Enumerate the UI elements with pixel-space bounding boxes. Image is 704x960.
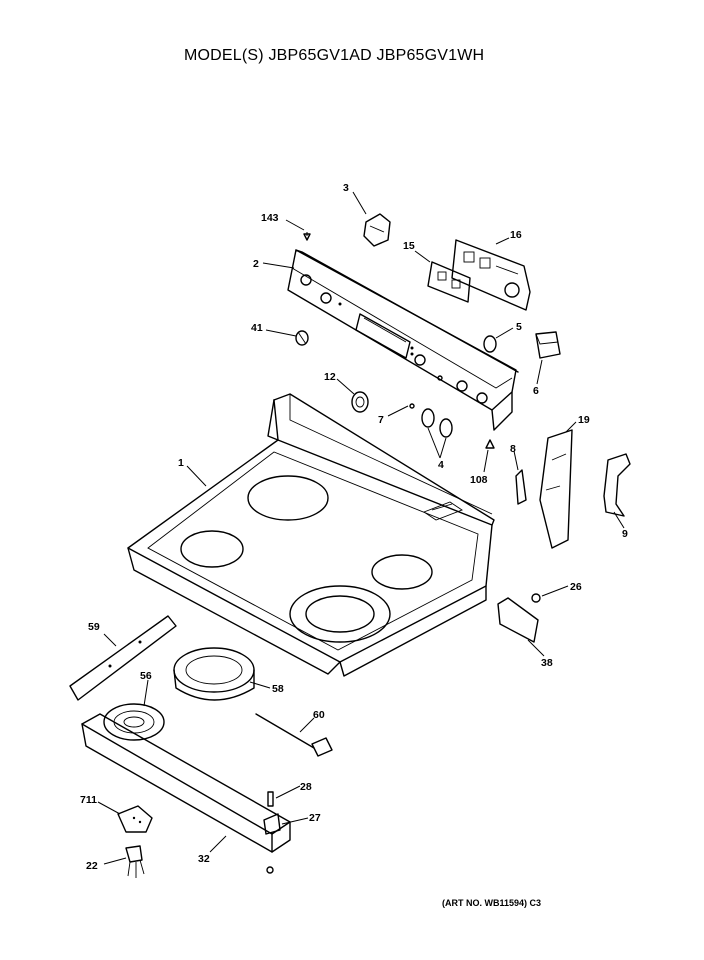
callout-59: 59	[88, 621, 100, 633]
callout-2: 2	[253, 258, 259, 270]
callout-60: 60	[313, 709, 325, 721]
callout-58: 58	[272, 683, 284, 695]
part-22-connector	[125, 845, 145, 878]
callout-7: 7	[378, 414, 384, 426]
callout-6: 6	[533, 385, 539, 397]
callout-12: 12	[324, 371, 336, 383]
callout-27: 27	[309, 812, 321, 824]
part-9-bracket	[603, 453, 631, 517]
callout-5: 5	[516, 321, 522, 333]
part-4-knobs	[421, 408, 453, 438]
callout-38: 38	[541, 657, 553, 669]
part-28-pin	[267, 791, 274, 807]
cooktop-glass	[127, 393, 495, 677]
burner-element-front-left	[180, 530, 244, 568]
callout-56: 56	[140, 670, 152, 682]
part-5-knob	[483, 335, 497, 353]
callout-711: 711	[80, 794, 97, 806]
part-19-side-bracket	[539, 429, 573, 549]
callout-19: 19	[578, 414, 590, 426]
burner-element-rear-left	[247, 475, 329, 521]
part-16-control-board	[451, 239, 531, 311]
part-60-cord	[255, 713, 333, 757]
callout-9: 9	[622, 528, 628, 540]
part-59-rail	[69, 615, 177, 701]
callout-26: 26	[570, 581, 582, 593]
part-41-knob	[295, 330, 309, 346]
callout-3: 3	[343, 182, 349, 194]
part-26-nut	[531, 593, 541, 603]
part-27-bracket	[263, 813, 281, 835]
callout-41: 41	[251, 322, 263, 334]
callout-4: 4	[438, 459, 444, 471]
burner-element-front-right	[289, 585, 391, 643]
callout-143: 143	[261, 212, 279, 224]
part-58-burner	[173, 647, 255, 701]
callout-32: 32	[198, 853, 210, 865]
part-15-board	[427, 261, 471, 303]
part-8-bracket	[515, 469, 527, 505]
part-108-screw	[485, 439, 495, 449]
callout-22: 22	[86, 860, 98, 872]
part-screw-small	[266, 866, 274, 874]
control-panel	[287, 249, 519, 431]
part-711-clip	[117, 805, 153, 833]
part-38-cover	[497, 597, 539, 643]
callout-8: 8	[510, 443, 516, 455]
part-143-screw	[303, 233, 311, 241]
art-number: (ART NO. WB11594) C3	[442, 898, 542, 908]
callout-15: 15	[403, 240, 415, 252]
callout-108: 108	[470, 474, 488, 486]
callout-1: 1	[178, 457, 184, 469]
model-title: MODEL(S) JBP65GV1AD JBP65GV1WH	[184, 47, 485, 64]
burner-element-rear-right	[371, 554, 433, 590]
part-12-knob	[351, 391, 369, 413]
callout-28: 28	[300, 781, 312, 793]
part-6-block	[535, 331, 561, 359]
part-3-switch	[363, 213, 391, 247]
callout-16: 16	[510, 229, 522, 241]
part-7-clip	[409, 403, 415, 409]
